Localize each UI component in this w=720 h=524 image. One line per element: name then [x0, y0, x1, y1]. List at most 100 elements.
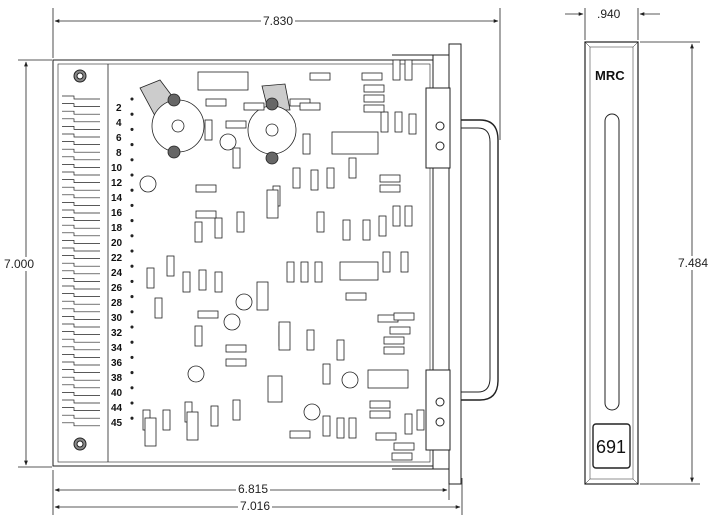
- pin-label: 40: [111, 388, 123, 399]
- resistor: [394, 111, 403, 133]
- pad: [130, 97, 134, 101]
- resistor: [194, 325, 203, 347]
- resistor: [309, 72, 331, 81]
- connector-contact: [62, 369, 100, 373]
- resistor: [383, 346, 405, 355]
- pin-label: 38: [111, 373, 123, 384]
- pin-label: 32: [111, 328, 123, 339]
- pad: [130, 386, 134, 390]
- capacitor: [144, 417, 157, 447]
- connector-contact: [62, 392, 100, 396]
- resistor: [154, 297, 163, 319]
- connector-contact: [62, 255, 100, 259]
- resistor: [391, 452, 413, 461]
- resistor: [236, 211, 245, 233]
- connector-contact: [62, 308, 100, 313]
- pin-label: 14: [111, 193, 123, 204]
- pad: [130, 295, 134, 299]
- resistor: [342, 219, 351, 241]
- pad: [130, 127, 134, 131]
- resistor: [363, 84, 385, 93]
- connector-contact: [62, 171, 100, 176]
- connector-contact: [62, 285, 100, 290]
- connector-contact: [62, 133, 100, 138]
- pin-label: 10: [111, 163, 123, 174]
- resistor: [379, 184, 401, 193]
- pad: [130, 219, 134, 223]
- resistor: [404, 413, 413, 435]
- capacitor: [186, 411, 199, 441]
- resistor: [166, 255, 175, 277]
- resistor: [232, 399, 241, 421]
- pad: [130, 340, 134, 344]
- pad: [130, 264, 134, 268]
- connector-contact: [62, 247, 100, 252]
- resistor: [380, 111, 389, 133]
- resistor: [345, 292, 367, 301]
- pin-label: 8: [116, 148, 122, 159]
- resistor: [393, 442, 415, 451]
- connector-contact: [62, 179, 100, 183]
- pad: [130, 279, 134, 283]
- resistor: [214, 217, 223, 239]
- pin-label: 36: [111, 358, 123, 369]
- pad: [130, 112, 134, 116]
- resistor: [379, 174, 401, 183]
- resistor: [182, 271, 191, 293]
- resistor: [389, 326, 411, 335]
- board-components: [139, 71, 409, 421]
- connector-contact: [62, 148, 100, 153]
- pad: [130, 234, 134, 238]
- resistor: [225, 344, 247, 353]
- dimension-top-width: 7.830: [261, 14, 296, 28]
- resistor: [408, 113, 417, 135]
- pad: [130, 143, 134, 147]
- dimension-panel-height: 7.484: [676, 256, 711, 270]
- resistor: [162, 409, 171, 431]
- resistor: [314, 261, 323, 283]
- pad: [130, 188, 134, 192]
- pin-label: 34: [111, 343, 123, 354]
- resistor: [195, 210, 217, 219]
- connector-contact: [62, 278, 100, 282]
- connector-contact: [62, 262, 100, 267]
- pin-label: 18: [111, 223, 123, 234]
- resistor: [404, 205, 413, 227]
- pin-label: 22: [111, 253, 123, 264]
- connector-contact: [62, 376, 100, 381]
- pad: [130, 310, 134, 314]
- resistor: [195, 184, 217, 193]
- connector-contact: [62, 270, 100, 275]
- capacitor: [266, 189, 279, 219]
- resistor: [146, 267, 155, 289]
- resistors: [142, 59, 425, 461]
- pin-label: 30: [111, 313, 123, 324]
- pin-label: 4: [116, 118, 122, 129]
- pin-label: 24: [111, 268, 123, 279]
- connector-contact: [62, 338, 100, 343]
- resistor: [316, 211, 325, 233]
- pad: [130, 325, 134, 329]
- resistor: [204, 119, 213, 141]
- pin-label: 2: [116, 103, 122, 114]
- pin-label: 12: [111, 178, 123, 189]
- pad: [130, 401, 134, 405]
- pin-label: 20: [111, 238, 123, 249]
- dimension-overall-width: 7.016: [238, 499, 273, 513]
- edge-connector-contacts: [62, 95, 134, 427]
- connector-contact: [62, 384, 100, 389]
- connector-contact: [62, 422, 100, 427]
- resistor: [393, 312, 415, 321]
- pad: [130, 249, 134, 253]
- resistor: [289, 430, 311, 439]
- resistor: [299, 102, 321, 111]
- connector-contact: [62, 110, 100, 115]
- front-panel-model: 691: [596, 437, 627, 457]
- resistor: [383, 336, 405, 345]
- resistor: [205, 98, 227, 107]
- connector-contact: [62, 300, 100, 305]
- resistor: [369, 410, 391, 419]
- dimension-panel-width: .940: [595, 7, 623, 21]
- resistor: [378, 215, 387, 237]
